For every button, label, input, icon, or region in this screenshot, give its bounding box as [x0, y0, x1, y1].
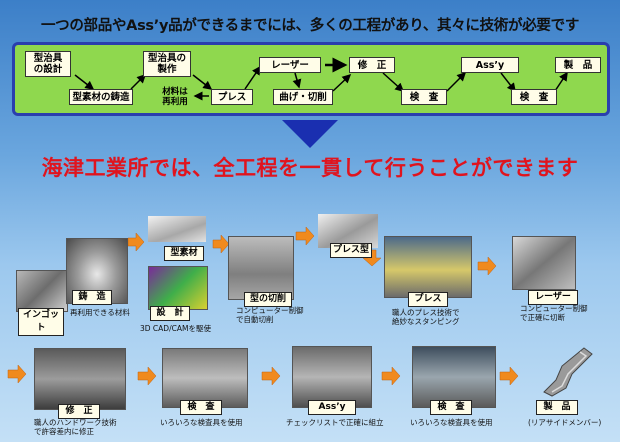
flow-material-reuse-line2: 再利用: [162, 97, 188, 107]
down-arrow-icon: [282, 120, 338, 148]
design-label: 設 計: [150, 306, 190, 321]
orange-arrow-icon: [7, 364, 27, 384]
flow-material-reuse: 材料は 再利用: [155, 87, 195, 107]
flow-jig-design: 型治具 の設計: [25, 51, 71, 77]
inspect2-photo: [412, 346, 496, 408]
inspect1-label: 検 査: [180, 400, 222, 415]
press-photo: [384, 236, 472, 298]
orange-arrow-icon: [499, 366, 519, 386]
press-mold-photo: [318, 214, 378, 248]
orange-arrow-icon: [127, 232, 145, 252]
laser-caption-line1: コンピューター制御: [520, 304, 588, 313]
repair-caption-line1: 職人のハンドワーク技術: [34, 418, 117, 427]
press-label: プレス: [408, 292, 448, 307]
orange-arrow-icon: [477, 256, 497, 276]
laser-caption-line2: で正確に切断: [520, 313, 565, 322]
design-caption: 3D CAD/CAMを駆使: [140, 324, 211, 333]
flow-arrows: [74, 57, 568, 101]
inspect1-caption: いろいろな検査具を使用: [160, 418, 243, 427]
assy-photo: [292, 346, 372, 408]
cast-label: 鋳 造: [72, 290, 112, 305]
arrow-design-to-cast: [74, 74, 95, 90]
arrow-inspect-to-product: [554, 71, 568, 92]
cut-photo: [228, 236, 294, 300]
press-mold-label: プレス型: [330, 243, 372, 258]
repair-photo: [34, 348, 126, 410]
assy-caption: チェックリストで正確に組立: [286, 418, 384, 427]
process-flow-panel: 型治具 の設計 型素材の鋳造 型治具の 製作 材料は 再利用 プレス レーザー …: [12, 42, 610, 116]
flow-repair: 修 正: [349, 57, 395, 73]
flow-material-reuse-line1: 材料は: [162, 87, 188, 97]
ingot-label: インゴット: [18, 308, 64, 336]
cut-caption-line2: で自動切削: [236, 315, 274, 324]
arrow-press-to-laser: [244, 65, 261, 90]
flow-bend-cut: 曲げ・切削: [273, 89, 333, 105]
cast-caption: 再利用できる材料: [70, 308, 130, 317]
material-photo: [148, 216, 206, 242]
repair-caption: 職人のハンドワーク技術 で許容差内に修正: [34, 418, 117, 436]
cut-caption-line1: コンピューター制御: [236, 306, 304, 315]
flow-inspect-2: 検 査: [511, 89, 557, 105]
press-caption-line1: 職人のプレス技術で: [392, 308, 460, 317]
arrow-repair-to-inspect: [382, 72, 405, 93]
flow-assy: Ass’y: [461, 57, 519, 73]
orange-arrow-icon: [137, 366, 157, 386]
arrow-bend-to-repair: [332, 73, 352, 92]
flow-material-cast: 型素材の鋳造: [69, 89, 133, 105]
material-label: 型素材: [164, 246, 204, 261]
flow-jig-make: 型治具の 製作: [143, 51, 191, 77]
repair-label: 修 正: [58, 404, 100, 419]
ingot-photo: [16, 270, 68, 312]
headline: 海津工業所では、全工程を一貫して行うことができます: [41, 156, 579, 180]
orange-arrow-icon: [212, 234, 230, 254]
orange-arrow-icon: [295, 226, 315, 246]
page-title: 一つの部品やAss’y品ができるまでには、多くの工程があり、其々に技術が必要です: [40, 18, 580, 34]
arrow-laser-to-bend: [292, 72, 302, 89]
arrow-inspect-to-assy: [446, 71, 467, 92]
arrow-assy-to-inspect: [500, 72, 516, 93]
inspect1-photo: [162, 348, 248, 408]
flow-jig-design-line2: の設計: [33, 64, 63, 75]
laser-photo: [512, 236, 576, 290]
flow-jig-make-line1: 型治具の: [147, 53, 186, 64]
cut-caption: コンピューター制御 で自動切削: [236, 306, 304, 324]
flow-inspect-1: 検 査: [401, 89, 447, 105]
design-screen-photo: [148, 266, 208, 310]
orange-arrow-icon: [381, 366, 401, 386]
laser-caption: コンピューター制御 で正確に切断: [520, 304, 588, 322]
press-caption-line2: 絶妙なスタンピング: [392, 317, 460, 326]
flow-laser: レーザー: [259, 57, 321, 73]
assy-label: Ass’y: [308, 400, 356, 415]
inspect2-caption: いろいろな検査具を使用: [410, 418, 493, 427]
flow-jig-design-line1: 型治具: [33, 53, 63, 64]
flow-jig-make-line2: 製作: [157, 64, 177, 75]
repair-caption-line2: で許容差内に修正: [34, 427, 94, 436]
inspect2-label: 検 査: [430, 400, 472, 415]
arrow-cast-to-jig: [130, 73, 147, 90]
arrow-jig-to-press: [192, 74, 213, 90]
flow-product: 製 品: [555, 57, 601, 73]
product-caption: (リアサイドメンバー): [528, 418, 602, 427]
product-image: [543, 347, 593, 397]
cut-label: 型の切削: [244, 292, 292, 307]
product-label: 製 品: [536, 400, 578, 415]
flow-press: プレス: [211, 89, 253, 105]
orange-arrow-icon: [261, 366, 281, 386]
laser-label: レーザー: [528, 290, 578, 305]
press-caption: 職人のプレス技術で 絶妙なスタンピング: [392, 308, 460, 326]
